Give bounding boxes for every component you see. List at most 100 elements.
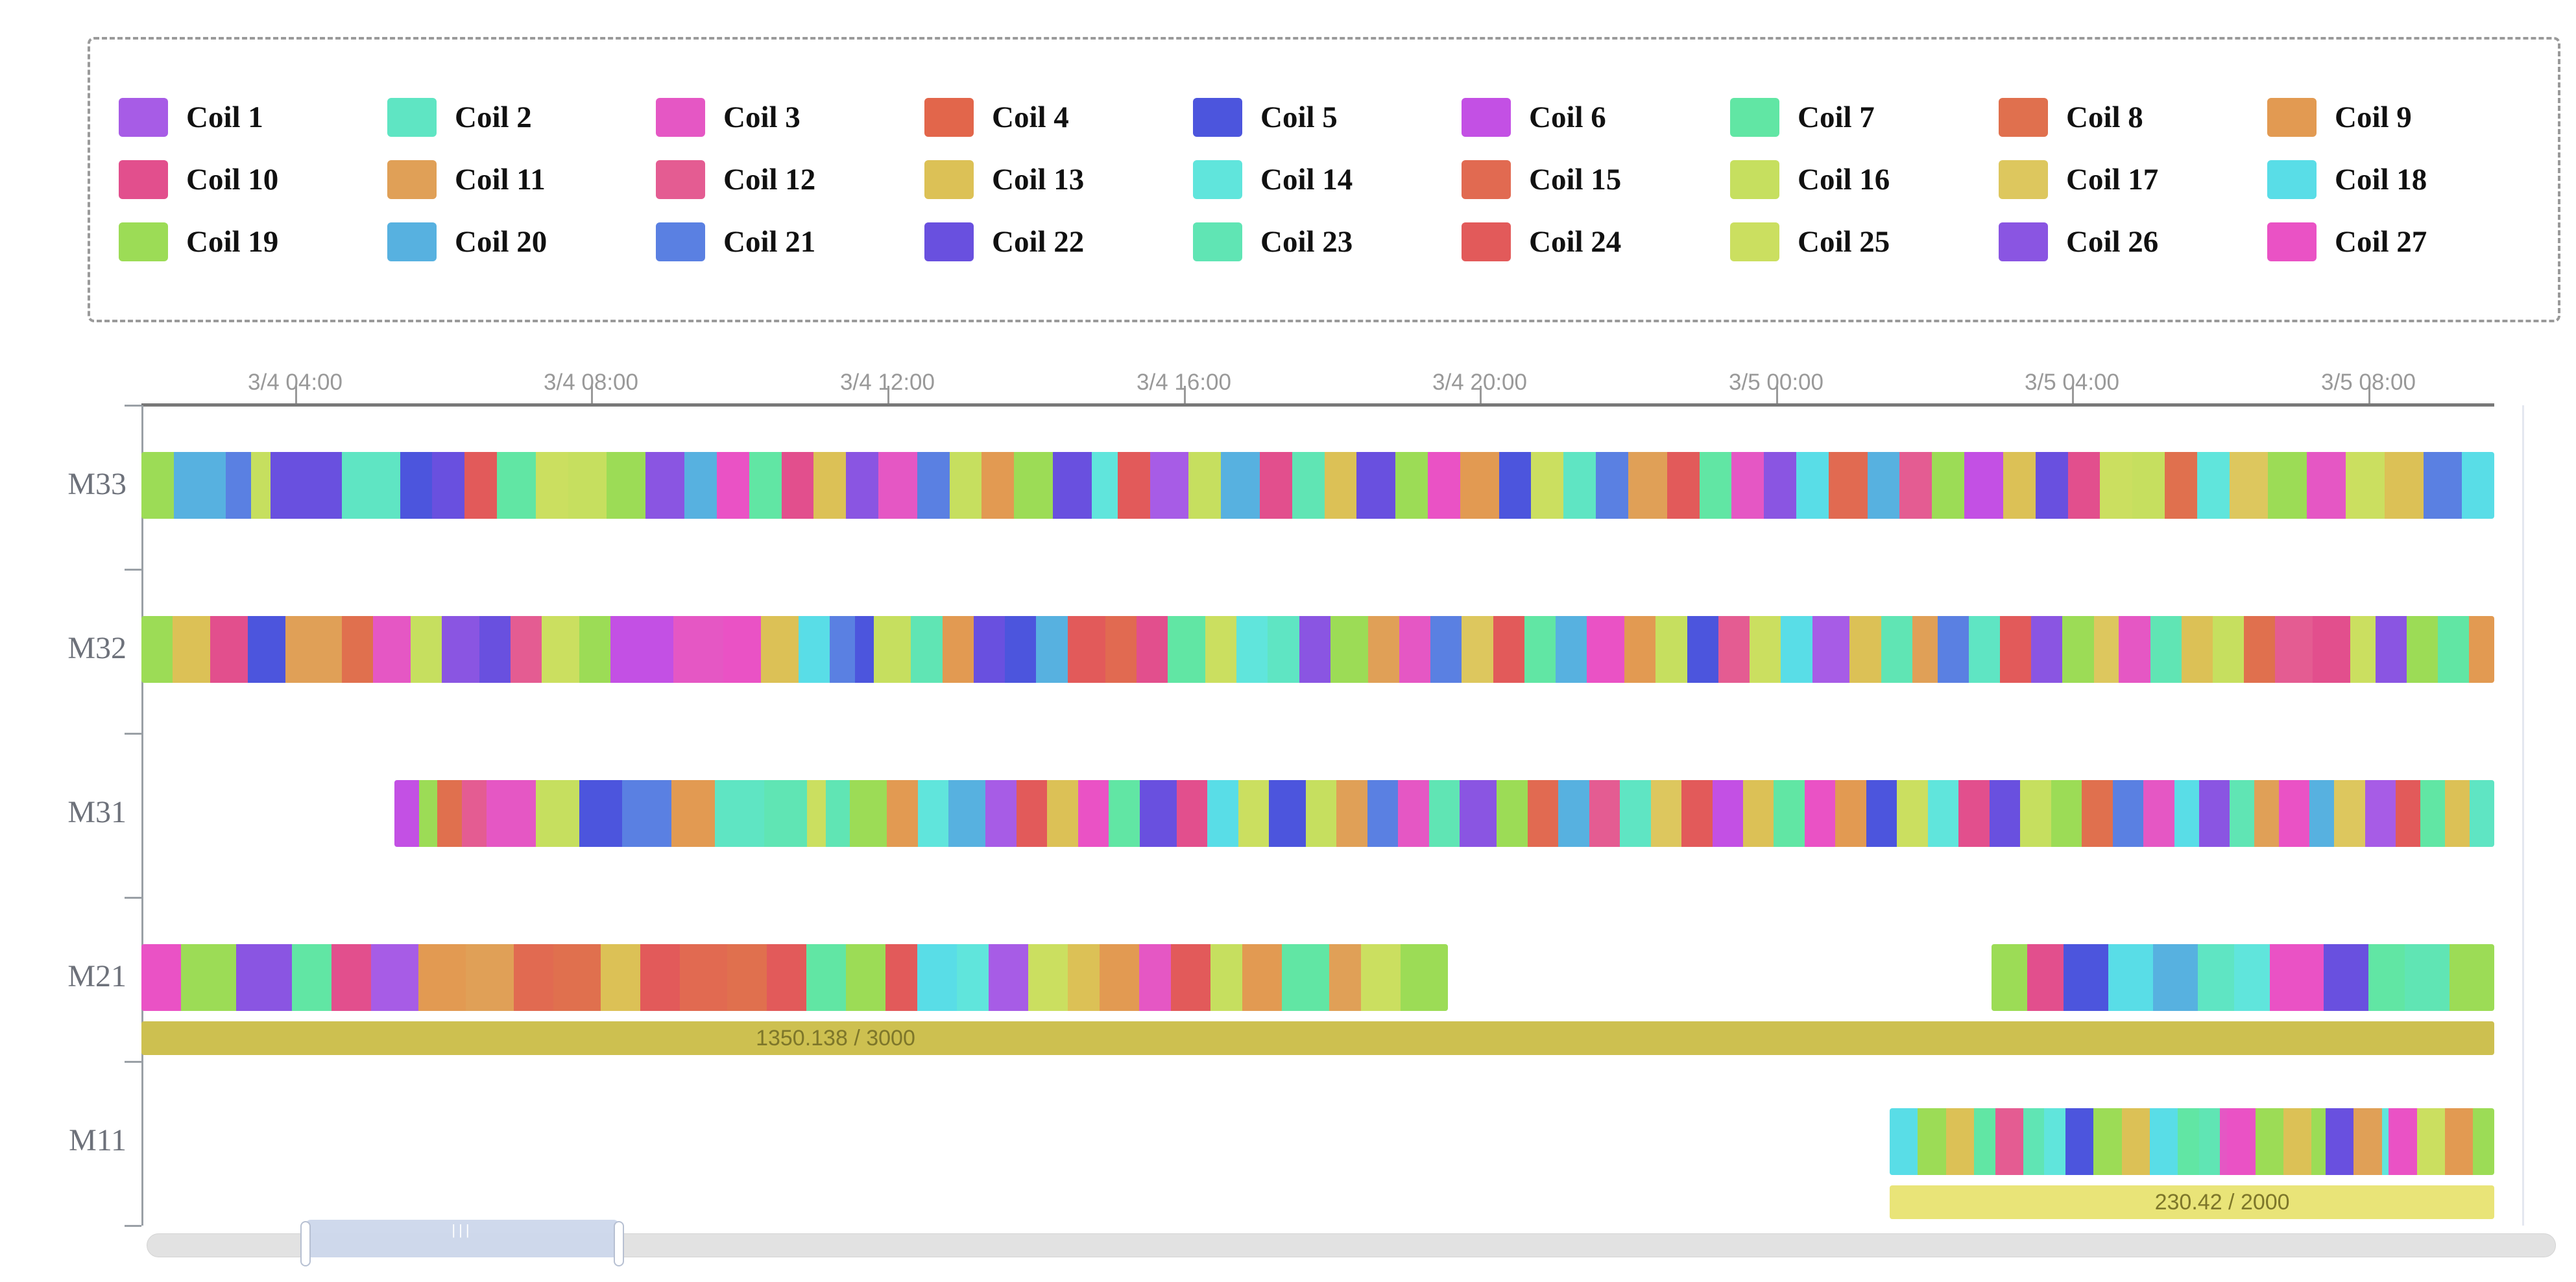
gantt-segment-coil-7[interactable] (291, 944, 331, 1011)
gantt-segment-coil-26[interactable] (2198, 780, 2230, 847)
legend-item-coil-10[interactable]: Coil 10 (119, 160, 381, 199)
gantt-segment-coil-3[interactable] (878, 452, 917, 519)
gantt-segment-coil-25[interactable] (1750, 616, 1781, 683)
gantt-segment-coil-20[interactable] (173, 452, 226, 519)
gantt-segment-coil-13[interactable] (2003, 452, 2036, 519)
gantt-segment-coil-7[interactable] (1974, 1108, 1995, 1175)
gantt-segment-coil-7[interactable] (497, 452, 536, 519)
gantt-segment-coil-5[interactable] (1269, 780, 1306, 847)
gantt-segment-coil-9[interactable] (2445, 1108, 2474, 1175)
gantt-segment-coil-19[interactable] (607, 452, 646, 519)
gantt-segment-coil-14[interactable] (2197, 452, 2230, 519)
legend-item-coil-19[interactable]: Coil 19 (119, 222, 381, 261)
gantt-segment-coil-7[interactable] (1281, 944, 1329, 1011)
gantt-segment-coil-10[interactable] (1136, 616, 1168, 683)
legend-item-coil-4[interactable]: Coil 4 (924, 98, 1186, 137)
gantt-segment-coil-19[interactable] (2268, 452, 2307, 519)
legend-item-coil-24[interactable]: Coil 24 (1462, 222, 1724, 261)
gantt-segment-coil-3[interactable] (2220, 1108, 2228, 1175)
gantt-bar-m21[interactable] (141, 944, 1448, 1011)
gantt-segment-coil-3[interactable] (2307, 452, 2346, 519)
gantt-segment-coil-16[interactable] (1210, 944, 1242, 1011)
gantt-segment-coil-5[interactable] (2065, 1108, 2094, 1175)
gantt-segment-coil-19[interactable] (141, 616, 173, 683)
gantt-segment-coil-13[interactable] (2283, 1108, 2312, 1175)
gantt-segment-coil-21[interactable] (2423, 452, 2462, 519)
gantt-segment-coil-19[interactable] (2449, 944, 2494, 1011)
gantt-segment-coil-12[interactable] (511, 616, 542, 683)
gantt-segment-coil-25[interactable] (1205, 616, 1237, 683)
gantt-segment-coil-9[interactable] (1460, 452, 1499, 519)
gantt-segment-coil-2[interactable] (2470, 780, 2494, 847)
gantt-segment-coil-19[interactable] (1918, 1108, 1946, 1175)
gantt-segment-coil-8[interactable] (437, 780, 463, 847)
gantt-segment-coil-19[interactable] (2473, 1108, 2494, 1175)
gantt-segment-coil-22[interactable] (1356, 452, 1396, 519)
gantt-segment-coil-17[interactable] (2334, 780, 2365, 847)
gantt-segment-coil-9[interactable] (418, 944, 466, 1011)
gantt-segment-coil-12[interactable] (1589, 780, 1620, 847)
gantt-segment-coil-19[interactable] (1330, 616, 1368, 683)
gantt-segment-coil-7[interactable] (1699, 452, 1732, 519)
gantt-segment-coil-13[interactable] (1743, 780, 1774, 847)
gantt-segment-coil-13[interactable] (2445, 780, 2470, 847)
gantt-segment-coil-19[interactable] (850, 780, 887, 847)
gantt-segment-coil-8[interactable] (2082, 780, 2113, 847)
gantt-segment-coil-12[interactable] (1995, 1108, 2023, 1175)
gantt-segment-coil-22[interactable] (271, 452, 342, 519)
gantt-segment-coil-27[interactable] (1804, 780, 1836, 847)
gantt-segment-coil-5[interactable] (247, 616, 285, 683)
gantt-segment-coil-7[interactable] (2368, 944, 2405, 1011)
legend-item-coil-1[interactable]: Coil 1 (119, 98, 381, 137)
progress-bar-m21[interactable]: 1350.138 / 3000 (141, 1021, 2494, 1055)
gantt-segment-coil-20[interactable] (1221, 452, 1260, 519)
gantt-segment-coil-23[interactable] (1881, 616, 1912, 683)
gantt-segment-coil-27[interactable] (1427, 452, 1460, 519)
gantt-segment-coil-24[interactable] (1681, 780, 1713, 847)
gantt-segment-coil-18[interactable] (2149, 1108, 2178, 1175)
gantt-segment-coil-6[interactable] (1964, 452, 2003, 519)
gantt-segment-coil-19[interactable] (846, 944, 886, 1011)
gantt-segment-coil-18[interactable] (917, 944, 957, 1011)
gantt-segment-coil-19[interactable] (2255, 1108, 2283, 1175)
gantt-segment-coil-7[interactable] (1524, 616, 1556, 683)
gantt-segment-coil-16[interactable] (568, 452, 607, 519)
gantt-segment-coil-3[interactable] (1399, 616, 1431, 683)
gantt-segment-coil-24[interactable] (885, 944, 918, 1011)
gantt-segment-coil-21[interactable] (622, 780, 672, 847)
gantt-segment-coil-16[interactable] (949, 452, 982, 519)
gantt-segment-coil-16[interactable] (2132, 452, 2165, 519)
gantt-segment-coil-23[interactable] (2404, 944, 2450, 1011)
legend-item-coil-3[interactable]: Coil 3 (656, 98, 918, 137)
gantt-segment-coil-11[interactable] (1336, 780, 1367, 847)
gantt-segment-coil-7[interactable] (1774, 780, 1805, 847)
gantt-segment-coil-21[interactable] (1937, 616, 1969, 683)
gantt-segment-coil-8[interactable] (727, 944, 767, 1011)
gantt-segment-coil-16[interactable] (2020, 780, 2051, 847)
gantt-segment-coil-16[interactable] (873, 616, 911, 683)
gantt-segment-coil-21[interactable] (2112, 780, 2144, 847)
gantt-segment-coil-13[interactable] (173, 616, 211, 683)
gantt-segment-coil-19[interactable] (181, 944, 237, 1011)
gantt-segment-coil-10[interactable] (331, 944, 371, 1011)
gantt-segment-coil-19[interactable] (2311, 1108, 2326, 1175)
gantt-segment-coil-6[interactable] (394, 780, 419, 847)
gantt-segment-coil-23[interactable] (2198, 1108, 2221, 1175)
gantt-segment-coil-23[interactable] (764, 780, 808, 847)
gantt-segment-coil-7[interactable] (2178, 1108, 2199, 1175)
legend-item-coil-22[interactable]: Coil 22 (924, 222, 1186, 261)
gantt-segment-coil-26[interactable] (2031, 616, 2063, 683)
gantt-segment-coil-20[interactable] (2309, 780, 2335, 847)
gantt-segment-coil-16[interactable] (251, 452, 271, 519)
gantt-segment-coil-26[interactable] (846, 452, 878, 519)
gantt-segment-coil-3[interactable] (673, 616, 724, 683)
gantt-segment-coil-1[interactable] (2365, 780, 2396, 847)
gantt-segment-coil-25[interactable] (542, 616, 580, 683)
gantt-segment-coil-23[interactable] (2230, 780, 2254, 847)
gantt-segment-coil-2[interactable] (1968, 616, 2000, 683)
gantt-segment-coil-25[interactable] (1238, 780, 1270, 847)
gantt-segment-coil-15[interactable] (1527, 780, 1559, 847)
gantt-segment-coil-23[interactable] (1428, 780, 1460, 847)
gantt-segment-coil-20[interactable] (2153, 944, 2198, 1011)
gantt-segment-coil-27[interactable] (723, 616, 761, 683)
